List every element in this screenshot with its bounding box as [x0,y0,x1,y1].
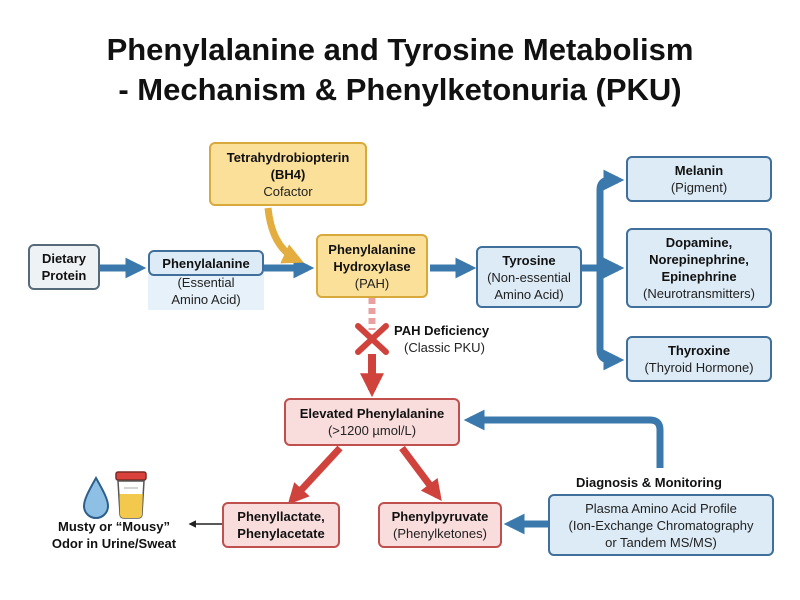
node-dietary-protein: Dietary Protein [28,244,100,290]
node-plasma-line3: or Tandem MS/MS) [605,534,717,550]
node-elevated-sub: (>1200 µmol/L) [327,423,417,438]
node-melanin-sub: (Pigment) [670,180,728,195]
node-dopamine-line3: Epinephrine [661,269,737,284]
label-odor-line2: Odor in Urine/Sweat [51,536,177,551]
label-pah-deficiency-text: PAH Deficiency [394,323,490,338]
water-drop-icon [82,475,110,519]
label-diagnosis-monitoring: Diagnosis & Monitoring [576,474,746,491]
arrow-tyr-to-thyroxine [596,268,625,371]
node-tyrosine: Tyrosine (Non-essential Amino Acid) [476,246,582,308]
node-dietary-line1: Dietary [41,251,87,266]
node-thyroxine-sub: (Thyroid Hormone) [644,360,754,375]
node-dietary-line2: Protein [41,268,87,283]
node-bh4-name: Tetrahydrobiopterin [226,149,350,165]
title-line-2: - Mechanism & Phenylketonuria (PKU) [118,72,682,107]
node-pah-name2: Hydroxylase [333,258,411,274]
node-dopamine-line2: Norepinephrine, [649,252,749,267]
node-bh4-cofactor: Tetrahydrobiopterin (BH4) Cofactor [209,142,367,206]
node-melanin-name: Melanin [674,163,724,178]
node-phenyllactate-line2: Phenylacetate [237,526,325,541]
label-classic-pku: (Classic PKU) [404,340,485,355]
node-phenylalanine: Phenylalanine [148,250,264,276]
node-phenyllactate-line1: Phenyllactate, [237,509,325,524]
node-elevated-name: Elevated Phenylalanine [299,406,445,421]
node-neurotransmitters: Dopamine, Norepinephrine, Epinephrine (N… [626,228,772,308]
node-phe-sub2: Amino Acid) [171,292,241,307]
node-thyroxine: Thyroxine (Thyroid Hormone) [626,336,772,382]
node-plasma-line1: Plasma Amino Acid Profile [585,500,737,516]
arrow-tyr-to-melanin [596,169,625,268]
node-pah-enzyme: Phenylalanine Hydroxylase (PAH) [316,234,428,298]
node-phenylpyruvate-sub: (Phenylketones) [393,526,487,541]
arrow-diagnosis-to-elevated [463,409,664,468]
node-tyr-sub2: Amino Acid) [494,286,564,302]
title-line-1: Phenylalanine and Tyrosine Metabolism [106,32,694,67]
node-bh4-abbrev: (BH4) [270,166,306,182]
node-thyroxine-name: Thyroxine [667,343,731,358]
arrow-bh4-to-pah [264,207,304,264]
label-odor-line1: Musty or “Mousy” [58,519,170,534]
node-tyr-name: Tyrosine [502,252,556,268]
node-plasma-line2: (Ion-Exchange Chromatography [568,517,754,533]
urine-sample-cup-icon [115,471,147,519]
node-melanin: Melanin (Pigment) [626,156,772,202]
node-phenylpyruvate: Phenylpyruvate (Phenylketones) [378,502,502,548]
node-dopamine-sub: (Neurotransmitters) [643,286,755,301]
arrow-elevated-to-phenylpyruvate [399,445,442,502]
node-pah-sub: (PAH) [354,275,390,291]
node-phenyllactate: Phenyllactate, Phenylacetate [222,502,340,548]
node-pah-name: Phenylalanine [328,241,416,257]
node-plasma-amino-acid-profile: Plasma Amino Acid Profile (Ion-Exchange … [548,494,774,556]
node-elevated-phenylalanine: Elevated Phenylalanine (>1200 µmol/L) [284,398,460,446]
node-phe-name: Phenylalanine [162,255,250,271]
node-dopamine-line1: Dopamine, [665,235,733,250]
node-tyr-sub1: (Non-essential [487,269,571,285]
node-bh4-sub: Cofactor [263,183,313,199]
arrow-elevated-to-phenyllactate [287,445,343,505]
label-diagnosis-text: Diagnosis & Monitoring [576,475,722,490]
label-pah-deficiency: PAH Deficiency (Classic PKU) [394,322,524,356]
x-block-icon [355,323,389,355]
page-title: Phenylalanine and Tyrosine Metabolism - … [0,30,800,110]
node-phenylpyruvate-name: Phenylpyruvate [391,509,489,524]
node-phe-sub1: (Essential [177,275,235,290]
label-odor: Musty or “Mousy” Odor in Urine/Sweat [40,518,188,552]
node-phe-sub-panel: (Essential Amino Acid) [148,274,264,310]
